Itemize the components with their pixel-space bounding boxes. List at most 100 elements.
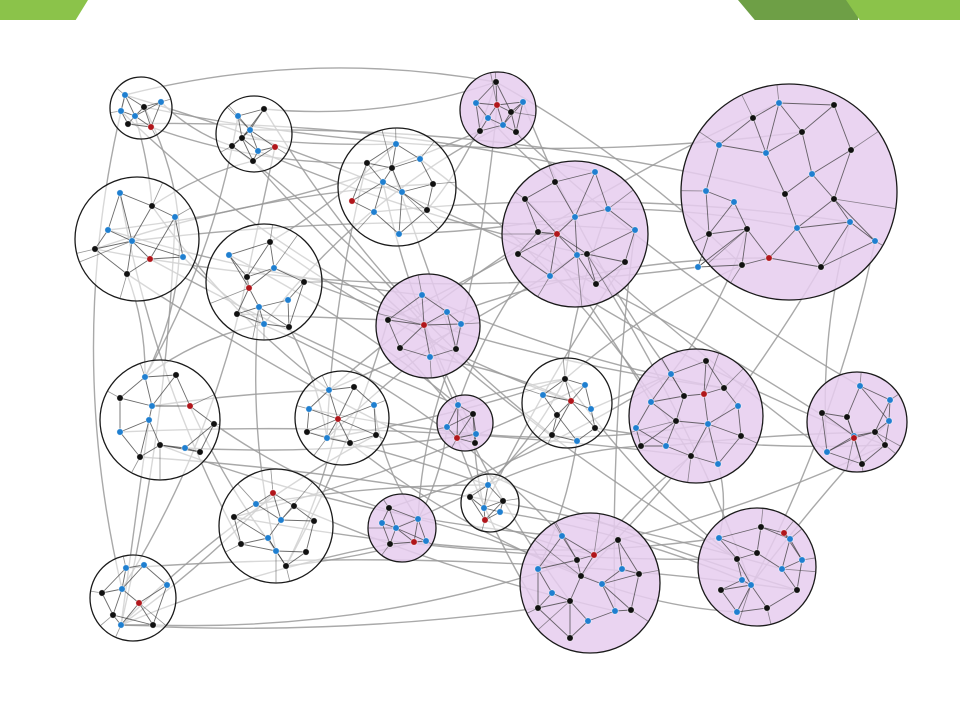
boundary-edge (707, 228, 748, 264)
black-node (591, 424, 599, 432)
intra-community-edge (236, 287, 250, 315)
boundary-edge (730, 264, 743, 284)
blue-node (762, 149, 770, 157)
intra-community-edge (373, 211, 400, 235)
intra-community-edge (306, 418, 339, 433)
intra-community-edge (752, 102, 780, 119)
intra-community-edge (263, 323, 290, 328)
black-node (230, 513, 238, 521)
inter-community-edge (127, 122, 596, 173)
intra-community-edge (549, 233, 558, 277)
community-c06 (74, 176, 200, 302)
blue-node (846, 218, 854, 226)
blue-node (131, 112, 139, 120)
intra-community-edge (131, 240, 151, 260)
intra-community-edge (395, 143, 421, 160)
intra-community-edge (337, 418, 377, 436)
blue-node (157, 98, 165, 106)
intra-community-edge (469, 484, 489, 498)
intra-community-edge (736, 584, 752, 613)
intra-community-edge (574, 216, 578, 256)
community-c02 (215, 95, 293, 173)
intra-community-edge (537, 568, 553, 594)
intra-community-edge (717, 435, 742, 465)
intra-community-edge (387, 319, 401, 349)
intra-community-edge (556, 414, 578, 442)
black-node (881, 441, 889, 449)
intra-community-edge (455, 323, 462, 350)
black-node (548, 431, 556, 439)
intra-community-edge (287, 299, 290, 328)
community-c18 (460, 473, 520, 533)
hub-node (135, 599, 143, 607)
black-node (290, 502, 298, 510)
inter-community-edge (126, 273, 798, 591)
intra-community-edge (237, 115, 243, 139)
black-node (507, 108, 515, 116)
intra-community-edge (561, 535, 595, 556)
community-c13 (521, 357, 613, 449)
blue-node (378, 519, 386, 527)
boundary-edge (432, 181, 456, 185)
intra-community-edge (495, 81, 512, 113)
intra-community-edge (515, 101, 524, 133)
intra-community-edge (421, 294, 425, 326)
intra-community-edge (293, 505, 315, 522)
hub-node (245, 284, 253, 292)
community-c12 (436, 394, 494, 452)
community-c08 (501, 160, 649, 308)
intra-community-edge (121, 567, 127, 590)
community-c10 (99, 359, 221, 481)
blue-node (325, 386, 333, 394)
blue-node (647, 398, 655, 406)
intra-community-edge (796, 227, 822, 268)
community-circle (521, 357, 613, 449)
intra-community-edge (240, 537, 269, 545)
black-node (573, 556, 581, 564)
intra-community-edge (766, 589, 798, 609)
black-node (561, 375, 569, 383)
boundary-edge (270, 469, 274, 494)
intra-community-edge (159, 444, 201, 453)
intra-community-edge (495, 81, 498, 106)
black-node (233, 310, 241, 318)
intra-community-edge (846, 385, 861, 418)
intra-community-edge (395, 527, 415, 543)
blue-node (260, 320, 268, 328)
inter-community-edge (152, 559, 578, 627)
community-circle (680, 83, 898, 301)
black-node (140, 103, 148, 111)
intra-community-edge (624, 229, 636, 263)
intra-community-edge (736, 558, 743, 581)
hub-node (420, 321, 428, 329)
black-node (429, 180, 437, 188)
intra-community-edge (398, 209, 428, 235)
blue-node (121, 91, 129, 99)
intra-community-edge (258, 299, 289, 308)
boundary-edge (313, 437, 328, 456)
black-node (303, 428, 311, 436)
blue-node (118, 585, 126, 593)
intra-community-edge (107, 192, 121, 231)
blue-node (885, 417, 893, 425)
boundary-edge (576, 254, 583, 307)
blue-node (775, 99, 783, 107)
intra-community-edge (119, 376, 146, 399)
black-node (363, 159, 371, 167)
intra-community-edge (139, 444, 161, 458)
intra-community-edge (151, 205, 176, 218)
intra-community-edge (784, 193, 798, 229)
blue-node (702, 187, 710, 195)
blue-node (472, 99, 480, 107)
intra-community-edge (484, 500, 504, 521)
blue-node (457, 320, 465, 328)
intra-community-edge (421, 294, 448, 313)
black-node (346, 439, 354, 447)
intra-community-edge (131, 240, 184, 258)
intra-community-edge (248, 267, 275, 289)
boundary-edge (534, 539, 582, 577)
intra-community-edge (112, 588, 123, 616)
intra-community-edge (124, 94, 136, 117)
blue-node (499, 121, 507, 129)
